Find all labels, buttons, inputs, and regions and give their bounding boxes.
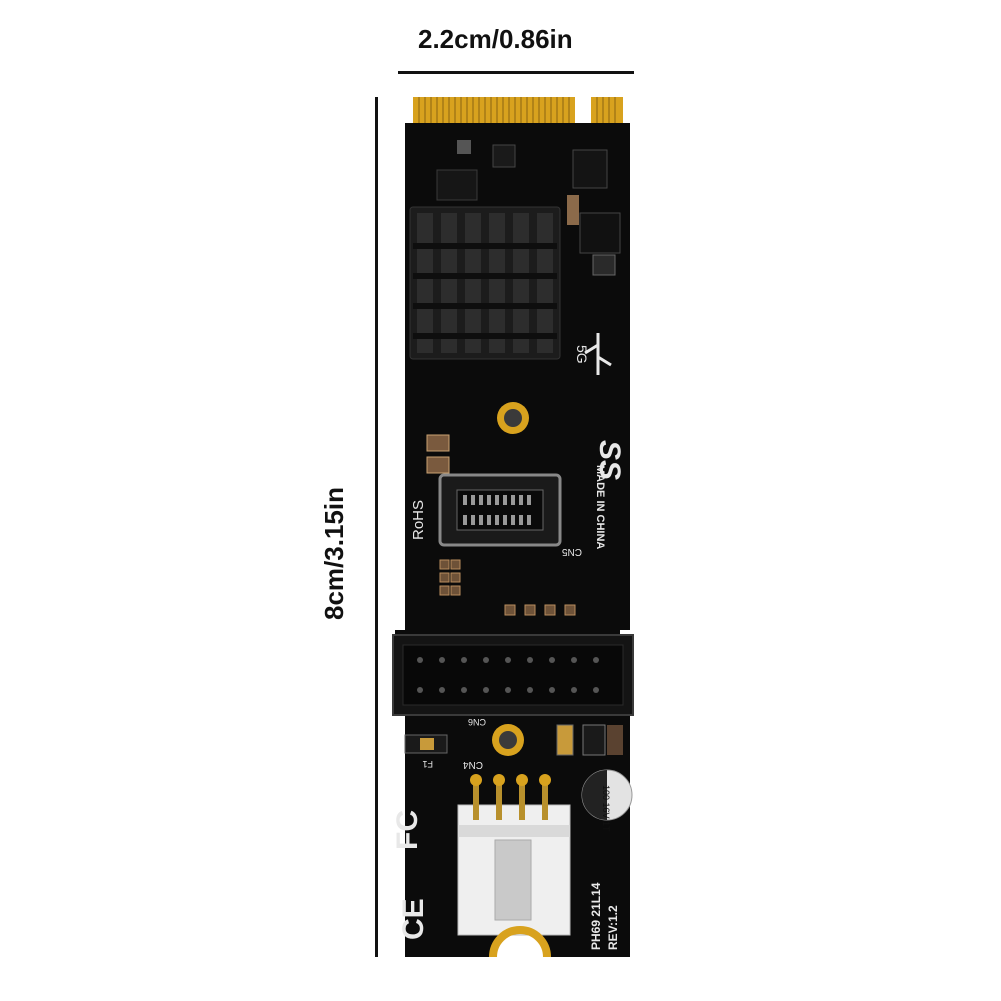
fuse-label: F1 bbox=[422, 759, 433, 769]
ce-logo: CE bbox=[397, 898, 430, 940]
width-dimension-line bbox=[398, 71, 634, 74]
cn5-label: CN5 bbox=[562, 546, 582, 557]
fuse-f1 bbox=[404, 734, 448, 754]
height-dimension-line bbox=[375, 97, 378, 957]
heatsink bbox=[409, 206, 561, 360]
small-capacitors bbox=[426, 434, 450, 474]
width-dimension-label: 2.2cm/0.86in bbox=[418, 24, 573, 54]
model-marking: PH69 21L14 bbox=[589, 882, 603, 950]
lower-right-components bbox=[556, 724, 623, 756]
connector-cn5 bbox=[438, 473, 562, 547]
revision-marking: REV:1.2 bbox=[606, 905, 620, 950]
speed-marking: 5G bbox=[574, 345, 590, 364]
superspeed-logo: SS bbox=[593, 440, 626, 480]
cn6-label: CN6 bbox=[468, 717, 486, 727]
rohs-marking: RoHS bbox=[410, 500, 427, 540]
bottom-mounting-notch bbox=[489, 926, 551, 958]
resistor-array bbox=[439, 559, 576, 616]
made-in-china-marking: MADE IN CHINA bbox=[594, 465, 606, 549]
connector-cn6 bbox=[392, 634, 634, 716]
fan-header-cn4 bbox=[457, 774, 571, 936]
electrolytic-capacitor bbox=[581, 769, 633, 821]
mounting-hole-lower bbox=[492, 724, 524, 756]
upper-components bbox=[436, 140, 621, 276]
mounting-hole-upper bbox=[497, 402, 529, 434]
capacitor-marking: 100 16V 1T bbox=[601, 785, 611, 832]
usb-icon bbox=[584, 333, 612, 375]
fc-logo: FC bbox=[391, 810, 424, 850]
m2-usb-adapter-board: SS 5G CN5 RoHS MADE IN CHINA bbox=[391, 97, 634, 958]
height-dimension-label: 8cm/3.15in bbox=[319, 487, 349, 620]
cn4-label: CN4 bbox=[463, 759, 483, 770]
